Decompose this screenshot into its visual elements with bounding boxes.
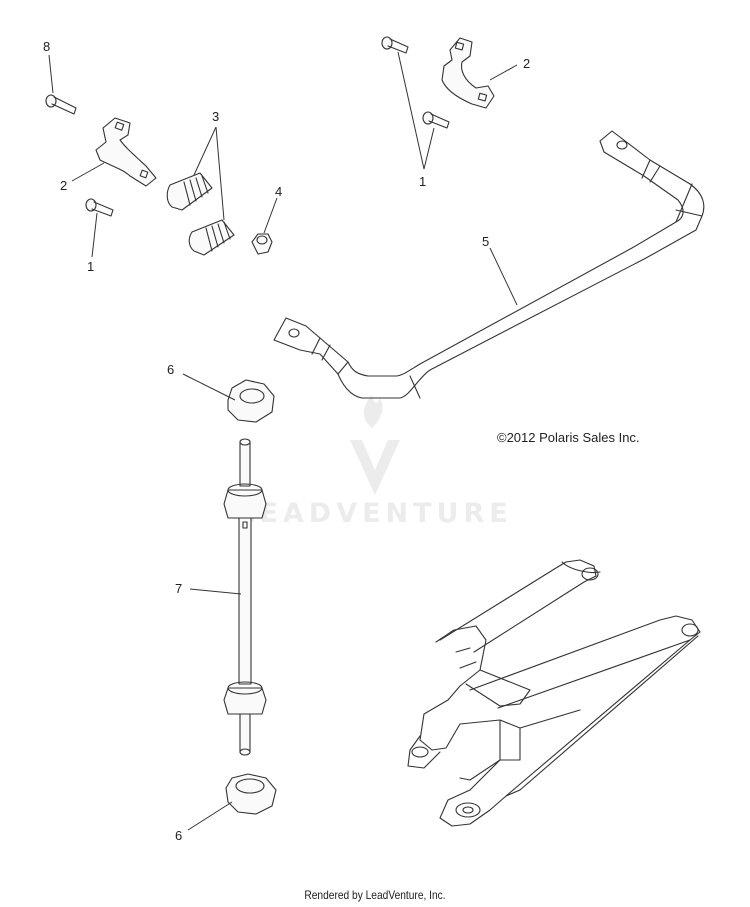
bolt-part-1-left [85,198,114,258]
callout-8: 8 [43,39,50,54]
callout-2-left: 2 [60,178,67,193]
callout-2-right: 2 [523,56,530,71]
bolt-part-1-right [381,36,450,170]
callout-4: 4 [275,184,282,199]
callout-6-top: 6 [167,362,174,377]
stabilizer-bar-part-5 [273,130,705,399]
clamp-bracket-left [71,117,157,187]
bushing-part-6-top [182,373,275,423]
clamp-bracket-right [441,37,518,109]
callout-7: 7 [175,581,182,596]
link-rod-part-7 [189,438,267,756]
callout-1-right: 1 [419,174,426,189]
callout-6-bottom: 6 [175,828,182,843]
copyright-notice: ©2012 Polaris Sales Inc. [497,430,640,445]
callout-1-left: 1 [87,259,94,274]
bushing-part-3 [166,126,235,256]
watermark-logo [350,395,400,495]
rear-suspension-arm-assembly [407,559,701,827]
footer-credit: Rendered by LeadVenture, Inc. [304,888,446,902]
bolt-part-8 [45,54,77,115]
watermark-text: LEADVENTURE [237,498,512,529]
callout-3: 3 [212,109,219,124]
callout-5: 5 [482,234,489,249]
nut-part-4 [251,197,278,255]
bushing-part-6-bottom [187,773,277,831]
